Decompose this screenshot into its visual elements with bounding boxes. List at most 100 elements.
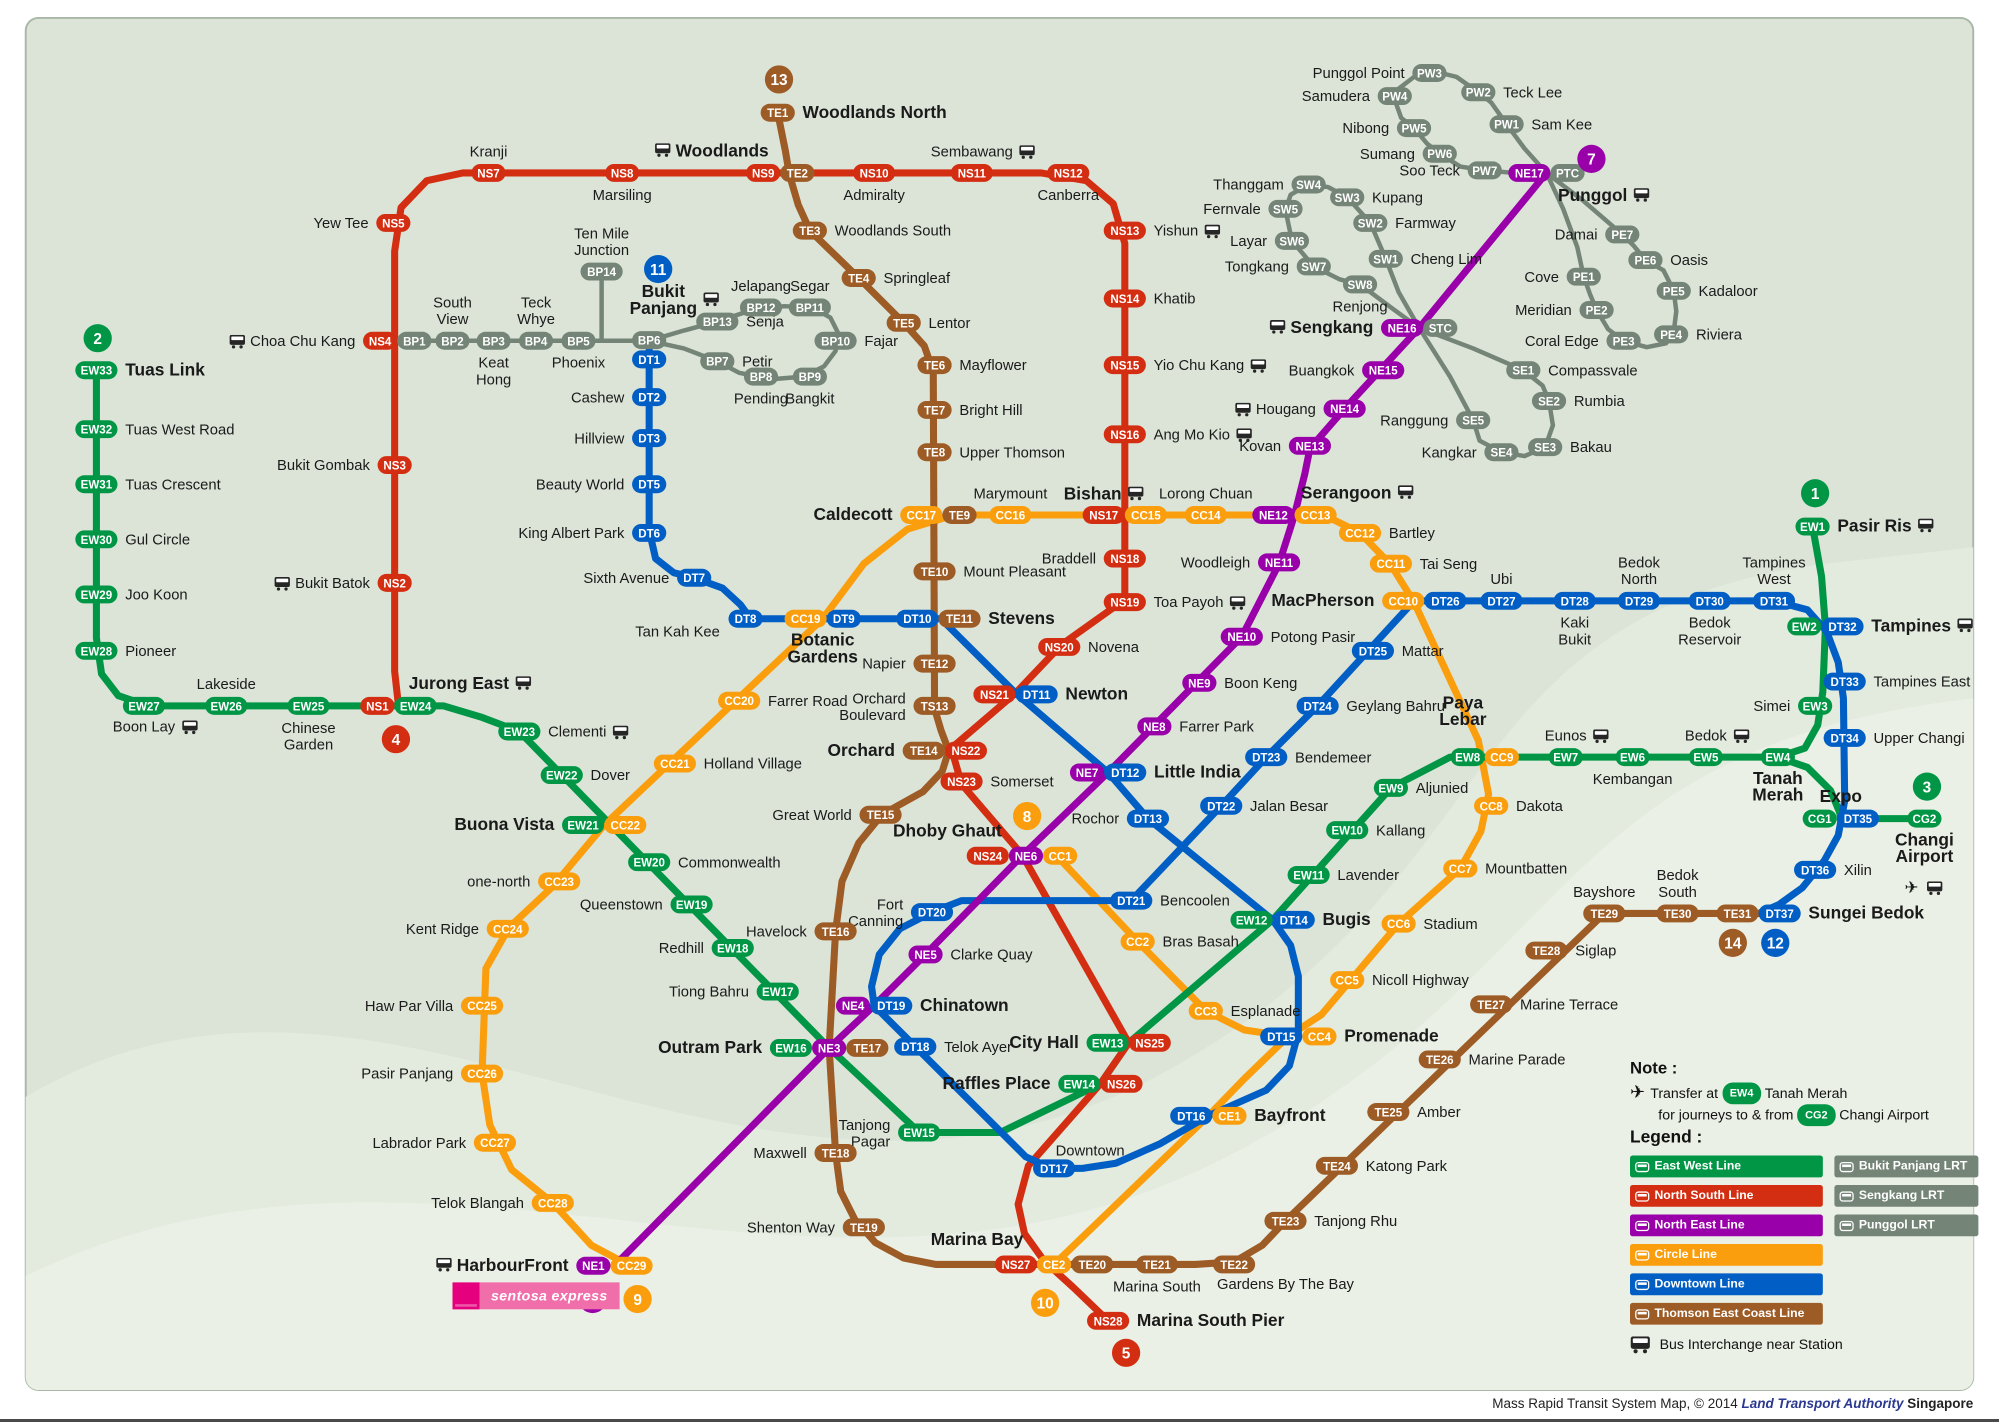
station-clarke-quay[interactable]: NE5Clarke Quay bbox=[908, 945, 1033, 964]
station-esplanade[interactable]: CC3Esplanade bbox=[1188, 1001, 1301, 1020]
station-havelock[interactable]: TE16Havelock bbox=[746, 922, 857, 940]
station-upper-changi[interactable]: DT34Upper Changi bbox=[1823, 728, 1965, 747]
station-renjong[interactable]: SW8Renjong bbox=[1333, 275, 1388, 315]
station-botanic-gardens[interactable]: CC19DT9BotanicGardens bbox=[784, 609, 861, 667]
station-tampines-west[interactable]: DT31TampinesWest bbox=[1742, 556, 1806, 610]
station-meridian[interactable]: PE2Meridian bbox=[1515, 301, 1614, 319]
station-haw-par-villa[interactable]: CC25Haw Par Villa bbox=[365, 996, 504, 1015]
station-punggol-point[interactable]: PW3Punggol Point bbox=[1313, 64, 1447, 82]
station-upper-thomson[interactable]: TE8Upper Thomson bbox=[917, 443, 1065, 461]
station-compassvale[interactable]: SE1Compassvale bbox=[1506, 361, 1638, 379]
station-bishan[interactable]: NS17CC15Bishan bbox=[1064, 484, 1167, 524]
station-yew-tee[interactable]: NS5Yew Tee bbox=[314, 213, 411, 232]
station-ranggung[interactable]: SE5Ranggung bbox=[1380, 411, 1491, 429]
station-fort-canning[interactable]: DT20FortCanning bbox=[848, 898, 954, 931]
station-bedok[interactable]: EW5Bedok bbox=[1685, 728, 1750, 767]
station-hougang[interactable]: NE14Hougang bbox=[1235, 399, 1366, 418]
station-pasir-ris[interactable]: EW1Pasir Ris bbox=[1795, 516, 1934, 536]
station-springleaf[interactable]: TE4Springleaf bbox=[841, 269, 951, 287]
station-bedok-south[interactable]: TE30BedokSouth bbox=[1656, 868, 1699, 923]
station-potong-pasir[interactable]: NE10Potong Pasir bbox=[1220, 627, 1356, 646]
station-jelapang[interactable]: BP12Jelapang bbox=[731, 279, 791, 317]
station-woodlands-north[interactable]: TE1Woodlands North bbox=[760, 102, 947, 122]
station-marsiling[interactable]: NS8Marsiling bbox=[593, 163, 652, 204]
station-senja[interactable]: BP13Senja bbox=[696, 312, 785, 331]
station-punggol[interactable]: NE17PTCPunggol bbox=[1508, 163, 1650, 205]
station-city-hall[interactable]: EW13NS25City Hall bbox=[1009, 1032, 1171, 1052]
station-bedok-reservoir[interactable]: DT30BedokReservoir bbox=[1678, 591, 1741, 649]
station-sembawang[interactable]: NS11Sembawang bbox=[931, 144, 1035, 182]
station-sumang[interactable]: PW6Sumang bbox=[1360, 144, 1457, 163]
station-rochor[interactable]: DT13Rochor bbox=[1072, 809, 1170, 828]
station-bedok-north[interactable]: DT29BedokNorth bbox=[1617, 556, 1661, 610]
station-dakota[interactable]: CC8Dakota bbox=[1474, 796, 1564, 815]
station-cheng-lim[interactable]: SW1Cheng Lim bbox=[1368, 249, 1482, 268]
station-bukit-batok[interactable]: NS2Bukit Batok bbox=[274, 573, 412, 592]
station-bright-hill[interactable]: TE7Bright Hill bbox=[917, 400, 1023, 419]
station-tanjong-pagar[interactable]: EW15TanjongPagar bbox=[839, 1118, 941, 1151]
station-riviera[interactable]: PE4Riviera bbox=[1654, 325, 1743, 343]
station-canberra[interactable]: NS12Canberra bbox=[1037, 163, 1100, 204]
station-promenade[interactable]: DT15CC4Promenade bbox=[1260, 1026, 1439, 1046]
station-great-world[interactable]: TE15Great World bbox=[772, 805, 902, 824]
station-eunos[interactable]: EW7Eunos bbox=[1545, 728, 1609, 767]
station-sam-kee[interactable]: PW1Sam Kee bbox=[1489, 115, 1593, 133]
station-dover[interactable]: EW22Dover bbox=[540, 766, 630, 784]
station-boon-keng[interactable]: NE9Boon Keng bbox=[1182, 673, 1297, 692]
station-tanjong-rhu[interactable]: TE23Tanjong Rhu bbox=[1264, 1211, 1397, 1230]
station-paya-lebar[interactable]: EW8CC9PayaLebar bbox=[1439, 692, 1519, 767]
station-little-india[interactable]: NE7DT12Little India bbox=[1069, 762, 1241, 782]
station-ang-mo-kio[interactable]: NS16Ang Mo Kio bbox=[1103, 425, 1252, 443]
station-mountbatten[interactable]: CC7Mountbatten bbox=[1443, 859, 1567, 878]
station-expo[interactable]: CG1DT35Expo bbox=[1802, 786, 1880, 828]
station-kranji[interactable]: NS7Kranji bbox=[470, 144, 508, 182]
station-yio-chu-kang[interactable]: NS15Yio Chu Kang bbox=[1103, 356, 1267, 374]
station-lorong-chuan[interactable]: CC14Lorong Chuan bbox=[1159, 486, 1253, 524]
station-sixth-avenue[interactable]: DT7Sixth Avenue bbox=[583, 568, 712, 587]
station-orchard[interactable]: TE14NS22Orchard bbox=[827, 740, 988, 760]
station-tuas-crescent[interactable]: EW31Tuas Crescent bbox=[75, 475, 221, 493]
station-jalan-besar[interactable]: DT22Jalan Besar bbox=[1200, 796, 1328, 815]
station-petir[interactable]: BP7Petir bbox=[700, 352, 773, 370]
station-redhill[interactable]: EW18Redhill bbox=[659, 939, 754, 957]
station-fernvale[interactable]: SW5Fernvale bbox=[1203, 199, 1303, 218]
station-caldecott[interactable]: CC17TE9Caldecott bbox=[813, 504, 977, 524]
station-gul-circle[interactable]: EW30Gul Circle bbox=[75, 530, 190, 548]
station-soo-teck[interactable]: PW7Soo Teck bbox=[1399, 161, 1502, 180]
station-woodlands[interactable]: NS9TE2Woodlands bbox=[655, 140, 815, 182]
station-pasir-panjang[interactable]: CC26Pasir Panjang bbox=[361, 1064, 504, 1083]
station-joo-koon[interactable]: EW29Joo Koon bbox=[75, 585, 188, 604]
station-stevens[interactable]: DT10TE11Stevens bbox=[896, 608, 1055, 628]
station-marymount[interactable]: CC16Marymount bbox=[973, 486, 1047, 524]
station-lakeside[interactable]: EW26Lakeside bbox=[197, 677, 256, 715]
station-tuas-link[interactable]: EW33Tuas Link bbox=[75, 359, 205, 379]
station-gardens-by-the-bay[interactable]: TE22Gardens By The Bay bbox=[1212, 1255, 1355, 1293]
station-one-north[interactable]: CC23one-north bbox=[467, 872, 581, 891]
station-teck-lee[interactable]: PW2Teck Lee bbox=[1461, 83, 1562, 101]
station-layar[interactable]: SW6Layar bbox=[1230, 231, 1310, 250]
station-woodleigh[interactable]: NE11Woodleigh bbox=[1181, 553, 1301, 572]
station-kallang[interactable]: EW10Kallang bbox=[1326, 821, 1425, 839]
station-telok-blangah[interactable]: CC28Telok Blangah bbox=[431, 1193, 574, 1212]
station-admiralty[interactable]: NS10Admiralty bbox=[843, 163, 906, 204]
station-samudera[interactable]: PW4Samudera bbox=[1302, 87, 1412, 105]
station-segar[interactable]: BP11Segar bbox=[788, 279, 831, 317]
station-bartley[interactable]: CC12Bartley bbox=[1338, 523, 1435, 542]
station-ubi[interactable]: DT27Ubi bbox=[1480, 572, 1523, 610]
station-jurong-east[interactable]: NS1EW24Jurong East bbox=[360, 673, 532, 715]
station-bendemeer[interactable]: DT23Bendemeer bbox=[1245, 748, 1371, 766]
station-mayflower[interactable]: TE6Mayflower bbox=[917, 356, 1027, 374]
station-bayfront[interactable]: DT16CE1Bayfront bbox=[1170, 1105, 1326, 1125]
station-mattar[interactable]: DT25Mattar bbox=[1351, 641, 1444, 660]
station-bayshore[interactable]: TE29Bayshore bbox=[1573, 885, 1636, 923]
station-yishun[interactable]: NS13Yishun bbox=[1103, 221, 1221, 240]
station-farrer-park[interactable]: NE8Farrer Park bbox=[1137, 717, 1255, 736]
station-rumbia[interactable]: SE2Rumbia bbox=[1531, 392, 1626, 410]
station-kembangan[interactable]: EW6Kembangan bbox=[1593, 748, 1673, 788]
station-marine-parade[interactable]: TE26Marine Parade bbox=[1418, 1050, 1566, 1069]
station-thanggam[interactable]: SW4Thanggam bbox=[1213, 175, 1326, 194]
station-toa-payoh[interactable]: NS19Toa Payoh bbox=[1103, 593, 1246, 611]
station-cashew[interactable]: DT2Cashew bbox=[571, 388, 667, 406]
station-bakau[interactable]: SE3Bakau bbox=[1528, 438, 1612, 456]
station-tampines-east[interactable]: DT33Tampines East bbox=[1823, 672, 1971, 691]
